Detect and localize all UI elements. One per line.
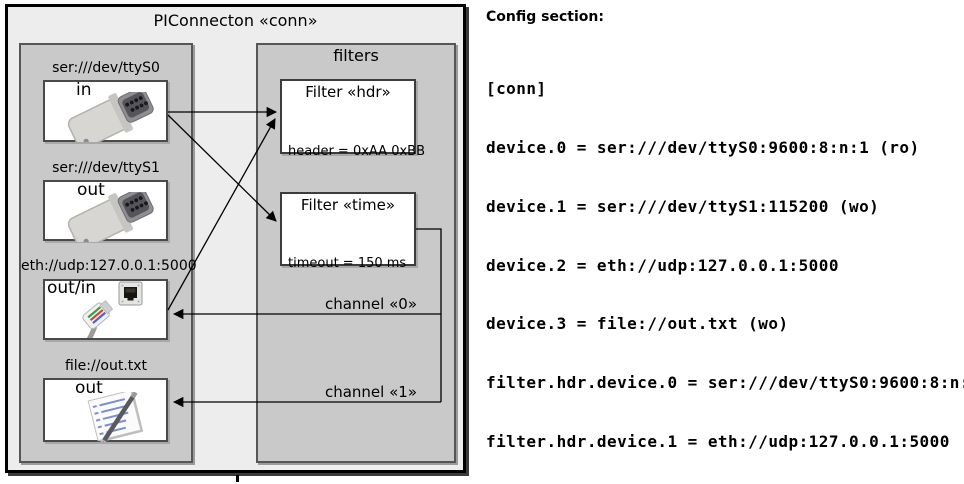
filters-group-title: filters	[333, 46, 379, 65]
device-box-ttyS1: out	[43, 180, 168, 242]
config-line: filter.hdr.device.1 = eth://udp:127.0.0.…	[486, 431, 950, 451]
channel-1-label: channel «1»	[324, 383, 417, 401]
filter-prop: timeout = 150 ms	[288, 256, 407, 271]
devices-group: ser:///dev/ttyS0 in ser:///dev/ttyS1	[19, 43, 197, 463]
device-box-file: out	[43, 378, 168, 442]
filter-prop: header = 0xAA 0xBB	[288, 144, 426, 159]
device-url-label: ser:///dev/ttyS0	[52, 60, 160, 76]
filter-time-box: Filter «time» timeout = 150 ms	[280, 192, 416, 271]
serial-connector-icon	[67, 192, 154, 242]
device-url-label: eth://udp:127.0.0.1:5000	[21, 258, 197, 274]
device-url-label: ser:///dev/ttyS1	[52, 160, 160, 176]
config-line: device.3 = file://out.txt (wo)	[486, 314, 789, 334]
serial-connector-icon	[67, 92, 154, 142]
ethernet-plug-icon	[78, 281, 143, 338]
config-line: filter.hdr.device.0 = ser:///dev/ttyS0:9…	[486, 373, 964, 393]
diagram-title: PIConnecton «conn»	[153, 11, 318, 30]
filter-hdr-box: Filter «hdr» header = 0xAA 0xBB payloadS…	[280, 79, 425, 207]
config-line: device.2 = eth://udp:127.0.0.1:5000	[486, 255, 839, 275]
device-port-label: out	[77, 180, 105, 200]
device-box-eth: out/in	[43, 279, 168, 340]
device-box-ttyS0: in	[43, 80, 168, 142]
config-line: device.0 = ser:///dev/ttyS0:9600:8:n:1 (…	[486, 137, 920, 157]
notepad-pen-icon	[87, 392, 144, 442]
filter-props: timeout = 150 ms	[288, 224, 406, 304]
bottom-tick-artifact	[236, 475, 239, 482]
device-port-label: out/in	[47, 278, 97, 298]
device-port-label: in	[76, 80, 92, 100]
device-url-label: file://out.txt	[64, 358, 148, 374]
device-port-label: out	[75, 378, 103, 398]
config-listing: [conn] device.0 = ser:///dev/ttyS0:9600:…	[486, 40, 964, 484]
filter-title: Filter «time»	[300, 196, 396, 214]
config-line: [conn]	[486, 79, 547, 99]
filter-title: Filter «hdr»	[305, 83, 391, 101]
config-line: device.1 = ser:///dev/ttyS1:115200 (wo)	[486, 196, 880, 216]
channel-0-label: channel «0»	[324, 295, 417, 313]
config-section-heading: Config section:	[486, 9, 604, 25]
